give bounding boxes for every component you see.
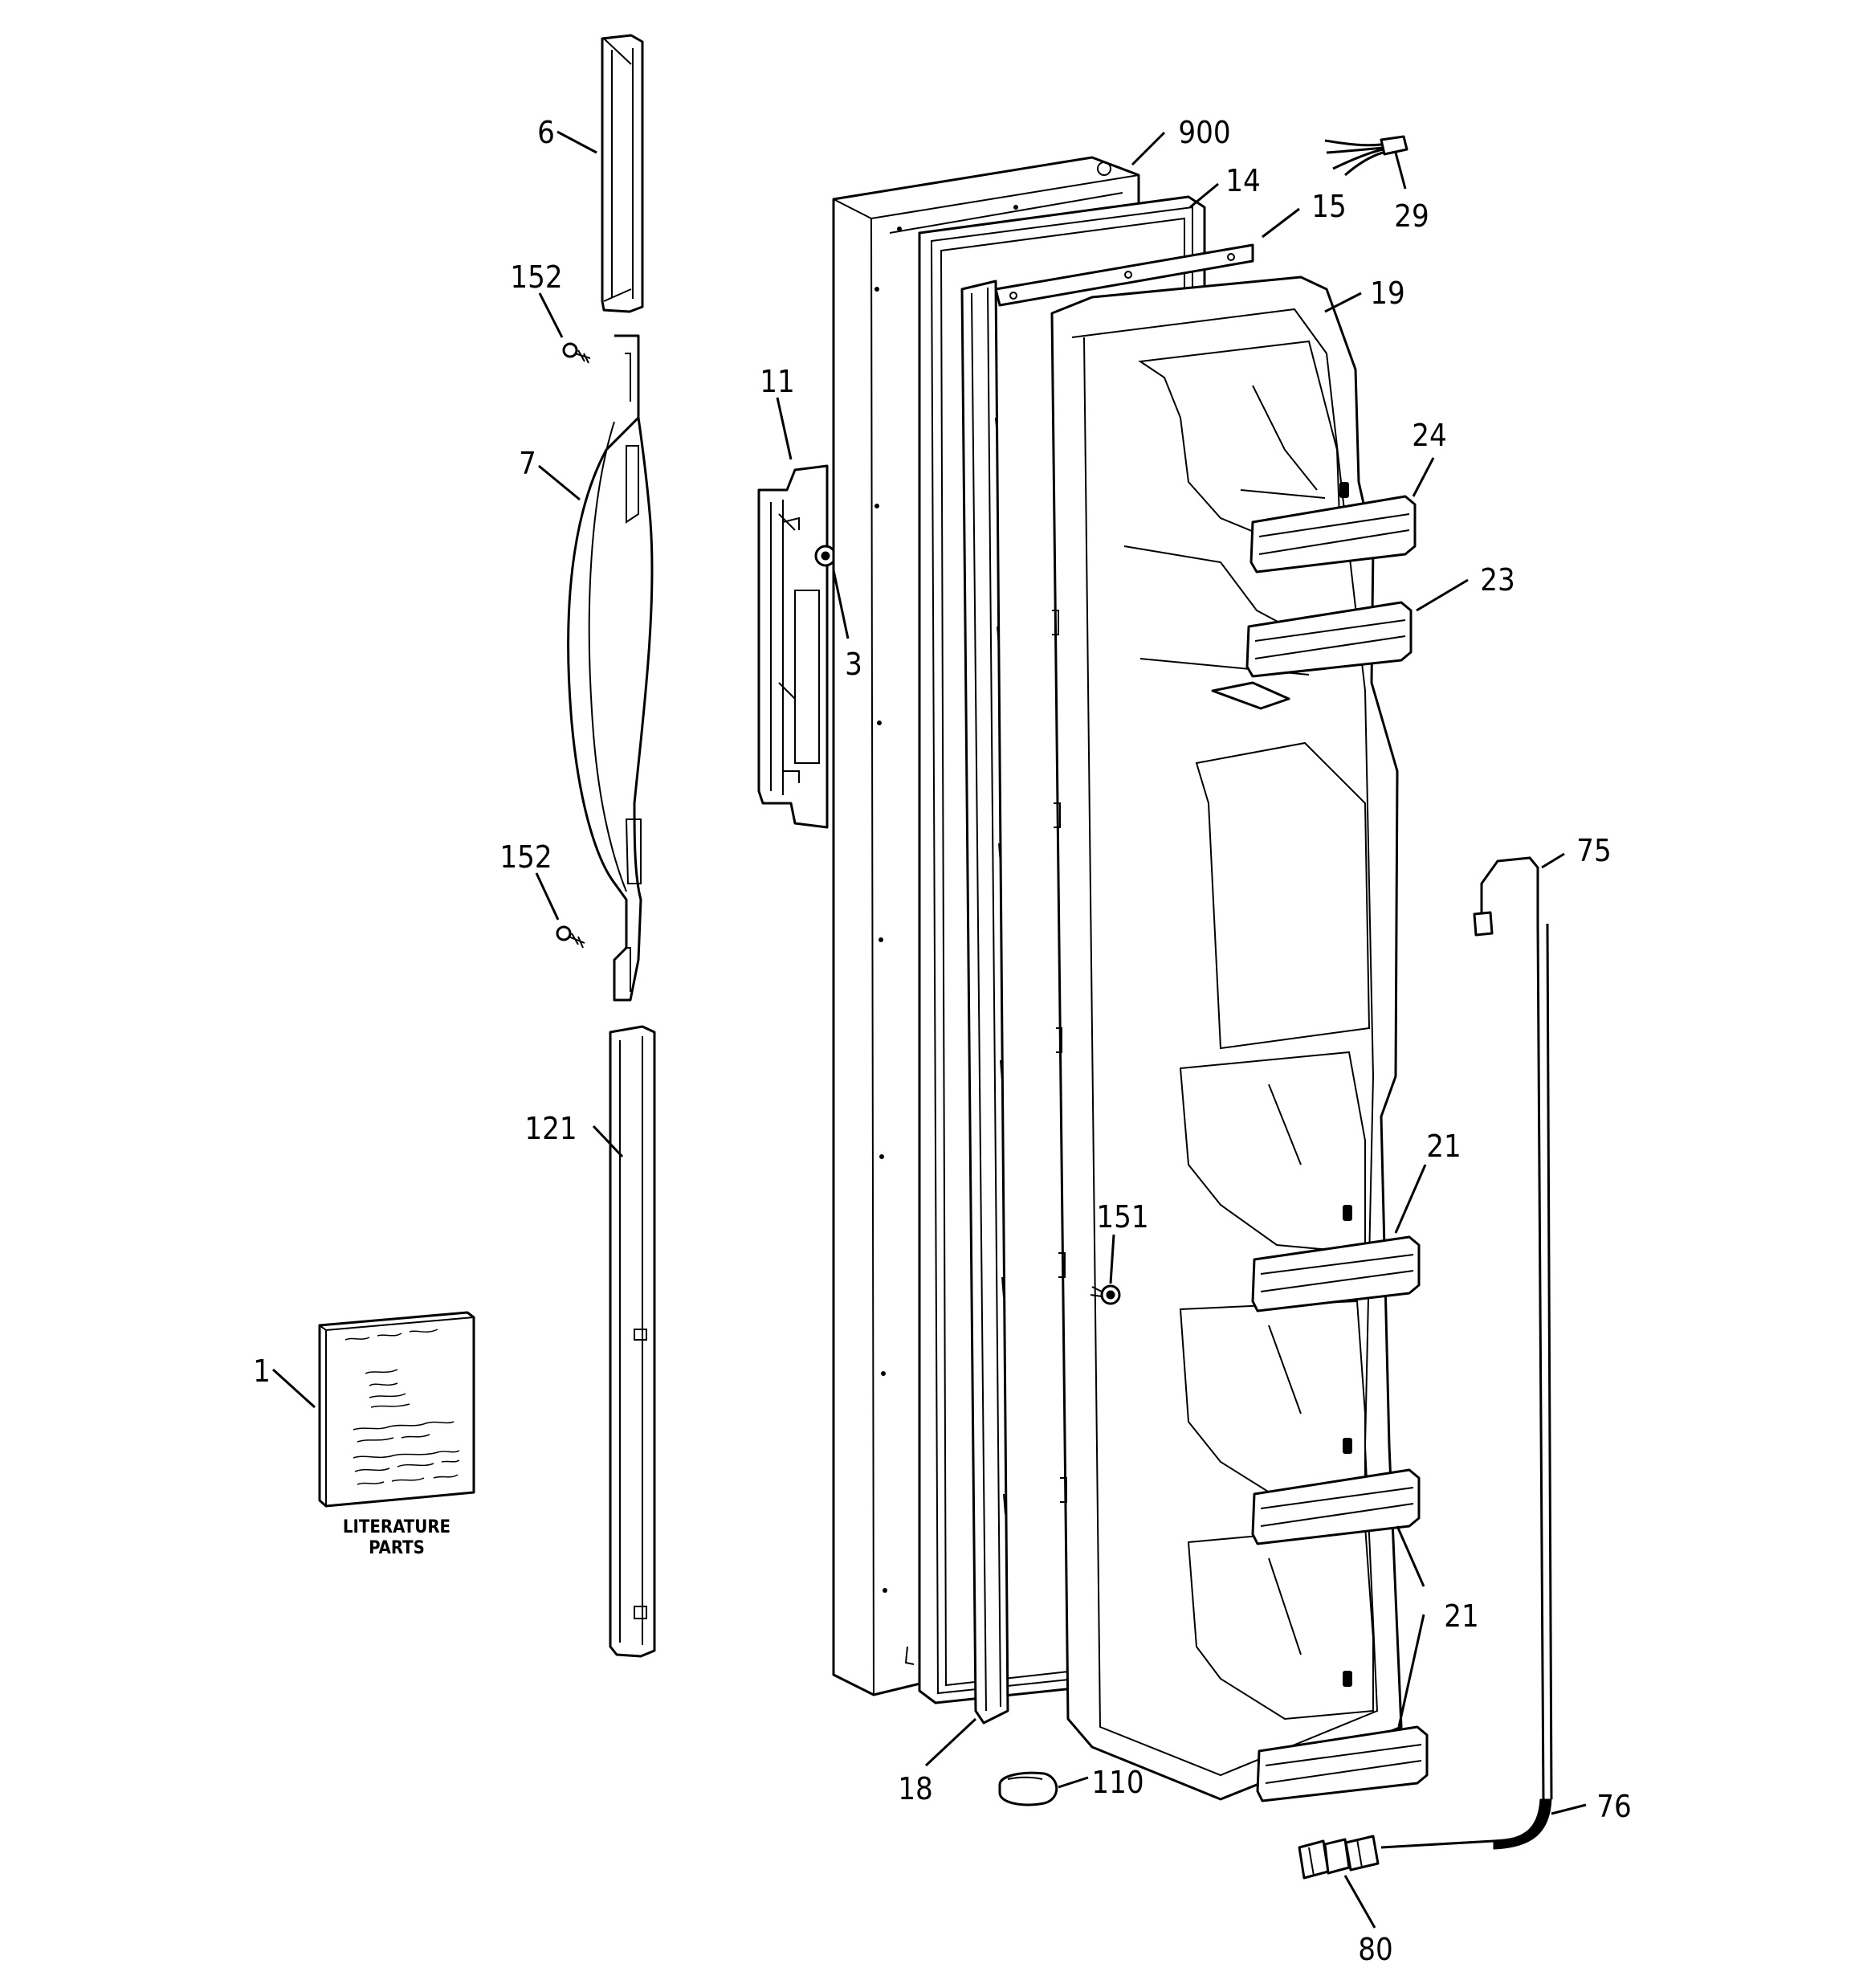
part-3-hinge-bushing[interactable] (814, 545, 837, 567)
literature-label-line1: LITERATURE (343, 1517, 450, 1537)
callout-110: 110 (1091, 1765, 1143, 1800)
part-29-wire-harness[interactable] (1324, 135, 1408, 177)
part-18-liner-strip-side[interactable] (960, 280, 1009, 1725)
callout-1: 1 (253, 1353, 271, 1389)
callout-11: 11 (760, 364, 795, 399)
part-23-shelf-rail[interactable] (1245, 601, 1413, 678)
callout-7: 7 (519, 446, 536, 481)
callout-19: 19 (1370, 276, 1405, 311)
part-6-handle-end-cap-top[interactable] (601, 34, 644, 313)
callout-14: 14 (1225, 163, 1261, 198)
callout-18: 18 (898, 1771, 933, 1806)
callout-900: 900 (1178, 115, 1230, 150)
callout-151: 151 (1096, 1199, 1148, 1235)
callout-80: 80 (1358, 1932, 1393, 1967)
part-76-tube-lower[interactable] (1380, 923, 1553, 1850)
part-121-handle-trim-bottom[interactable] (609, 1025, 656, 1658)
part-75-tube-upper[interactable] (1473, 856, 1539, 937)
literature-label-line2: PARTS (369, 1538, 425, 1558)
callout-24: 24 (1412, 418, 1447, 453)
part-11-hinge-bracket[interactable] (757, 464, 829, 829)
callout-3: 3 (845, 647, 862, 682)
screw-icon (1090, 1284, 1121, 1305)
part-21-shelf-rail-a[interactable] (1251, 1235, 1421, 1312)
part-21-shelf-rail-b[interactable] (1251, 1468, 1421, 1545)
callout-23: 23 (1480, 562, 1515, 598)
callout-152-lower: 152 (499, 839, 552, 875)
callout-6: 6 (537, 115, 555, 150)
clip-icon (998, 1771, 1058, 1806)
callout-labels: 6 900 14 15 29 19 152 11 24 7 23 3 152 7… (253, 115, 1632, 1967)
manual-booklet-icon (318, 1311, 475, 1508)
part-110-clip[interactable] (998, 1771, 1058, 1806)
part-24-shelf-rail[interactable] (1249, 495, 1417, 574)
part-152-screw-lower[interactable] (556, 925, 585, 949)
screw-icon (556, 925, 585, 949)
part-15-liner-strip-top[interactable] (994, 243, 1254, 307)
screw-icon (562, 342, 591, 364)
callout-29: 29 (1394, 198, 1429, 234)
part-80-tube-fitting[interactable] (1298, 1835, 1380, 1880)
part-7-handle[interactable] (567, 334, 654, 1002)
callout-152-upper: 152 (510, 259, 562, 295)
part-152-screw-upper[interactable] (562, 342, 591, 364)
part-1-literature-booklet[interactable]: LITERATURE PARTS (318, 1311, 475, 1558)
callout-76: 76 (1596, 1789, 1632, 1824)
callout-21-lower: 21 (1444, 1598, 1479, 1634)
callout-75: 75 (1576, 833, 1612, 868)
part-151-screw[interactable] (1090, 1284, 1121, 1305)
fitting-icon (1298, 1835, 1380, 1880)
callout-121: 121 (524, 1111, 577, 1146)
leader-lines (271, 130, 1587, 1929)
callout-15: 15 (1311, 189, 1347, 224)
part-21-shelf-rail-c[interactable] (1256, 1725, 1429, 1802)
callout-21-upper: 21 (1426, 1129, 1461, 1164)
